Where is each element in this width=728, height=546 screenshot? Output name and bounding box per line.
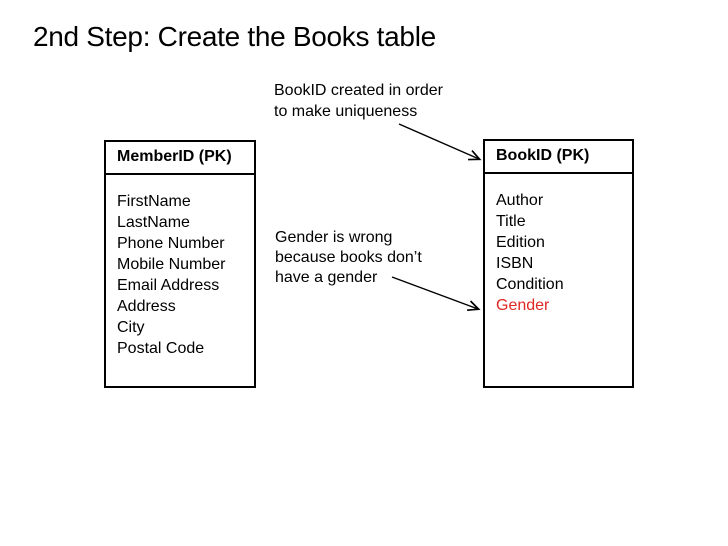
book-table-header: BookID (PK) [485,141,632,174]
note-line: to make uniqueness [274,103,418,120]
book-field-condition: Condition [496,276,564,293]
member-field-mobile-number: Mobile Number [117,256,226,273]
member-table-fields: FirstName LastName Phone Number Mobile N… [106,175,254,359]
arrow-to-bookid-header [398,123,479,159]
note-line: because books don’t [275,249,422,266]
note-bookid-uniqueness: BookID created in order to make uniquene… [274,80,443,122]
page-title: 2nd Step: Create the Books table [33,21,436,52]
note-line: BookID created in order [274,82,443,99]
member-field-address: Address [117,298,176,315]
book-field-title: Title [496,213,526,230]
member-field-city: City [117,319,145,336]
note-gender-wrong: Gender is wrong because books don’t have… [275,228,422,288]
note-line: Gender is wrong [275,229,393,246]
note-line: have a gender [275,269,378,286]
member-table-header: MemberID (PK) [106,142,254,175]
book-field-author: Author [496,192,544,209]
book-table: BookID (PK) Author Title Edition ISBN Co… [483,139,634,388]
book-field-gender: Gender [496,297,550,314]
member-field-firstname: FirstName [117,193,191,210]
member-field-postal-code: Postal Code [117,340,205,357]
member-field-lastname: LastName [117,214,190,231]
book-field-isbn: ISBN [496,255,534,272]
member-field-phone-number: Phone Number [117,235,225,252]
member-field-email-address: Email Address [117,277,220,294]
book-field-edition: Edition [496,234,545,251]
book-table-fields: Author Title Edition ISBN Condition Gend… [485,174,632,316]
member-table: MemberID (PK) FirstName LastName Phone N… [104,140,256,388]
